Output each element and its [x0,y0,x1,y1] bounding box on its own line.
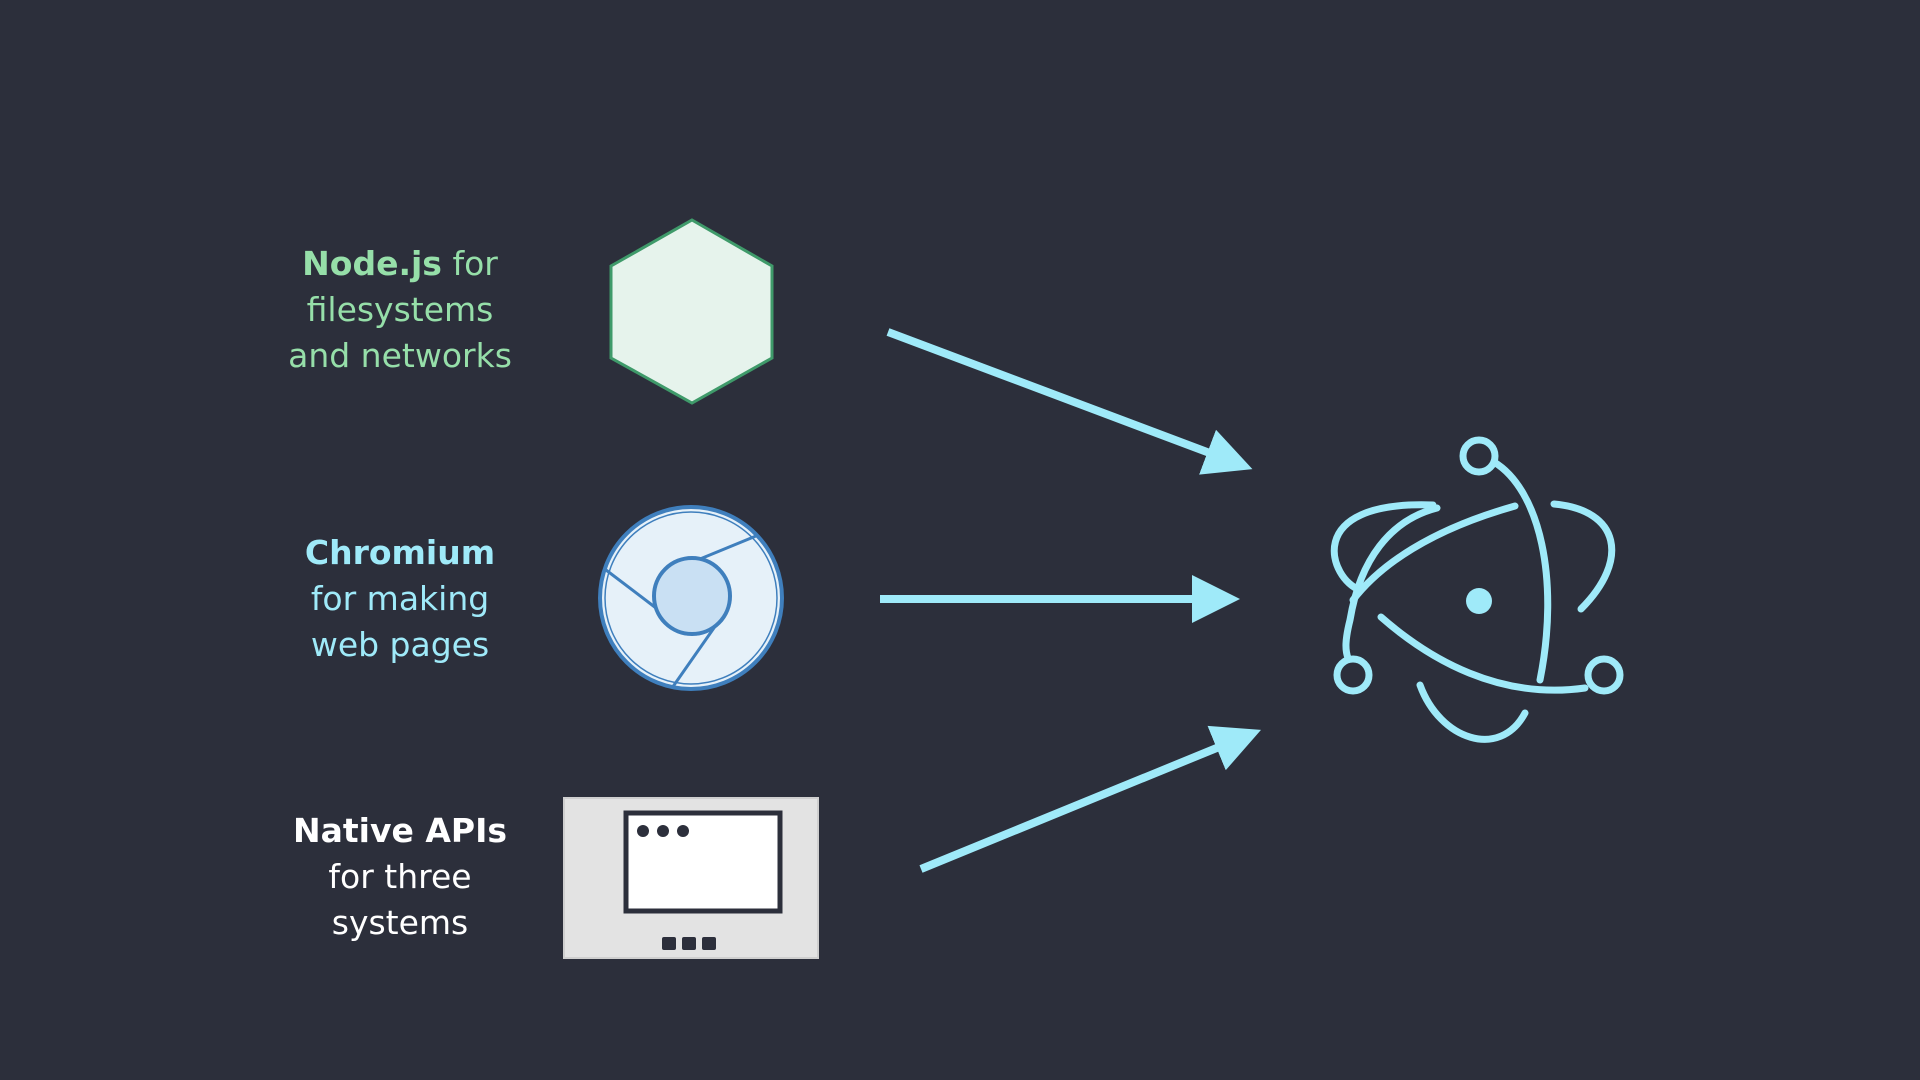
native-apis-label: Native APIs for three systems [230,808,570,946]
arrows [880,328,1262,873]
native-apis-desc-2: systems [331,903,469,942]
chromium-desc-1: for making [310,579,490,618]
chromium-desc-2: web pages [310,625,490,664]
native-apis-desc-1: for three [328,857,472,896]
nodejs-label: Node.js for filesystems and networks [230,241,570,379]
nodejs-desc-3: and networks [288,336,512,375]
nodejs-hexagon-icon [609,218,774,405]
native-apis-name: Native APIs [292,811,507,850]
nodejs-desc-2: filesystems [306,290,494,329]
arrow-native [919,725,1262,873]
chromium-label: Chromium for making web pages [230,530,570,668]
arrow-nodejs [886,328,1253,475]
chromium-icon [598,505,784,691]
chromium-name: Chromium [304,533,496,572]
nodejs-desc-1: for [452,244,498,283]
native-window-icon [563,797,819,959]
nodejs-name: Node.js [302,244,442,283]
electron-atom-icon [1330,436,1624,743]
